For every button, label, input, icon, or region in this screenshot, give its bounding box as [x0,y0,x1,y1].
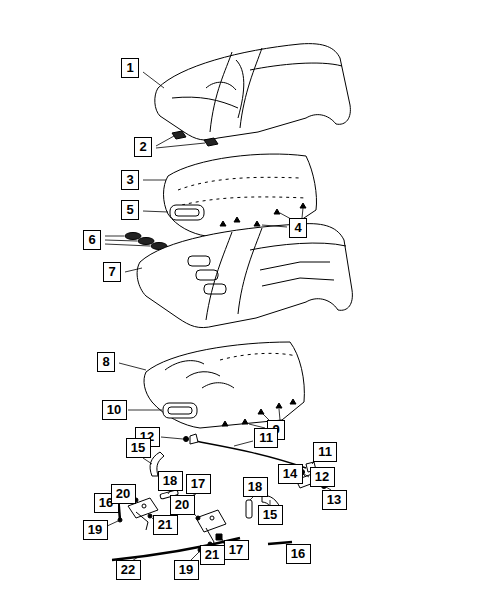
callout-number: 6 [88,232,96,248]
callout-box: 15 [126,438,151,458]
callout-number: 18 [248,479,263,495]
callout-number: 11 [318,444,332,460]
callout-number: 1 [126,60,134,76]
callout-number: 7 [108,264,116,280]
callout-box: 18 [243,477,268,497]
callout-box: 15 [258,505,283,525]
callout-number: 20 [116,486,131,502]
callout-number: 21 [158,517,173,533]
callout-number: 19 [179,562,194,578]
callout-number: 20 [175,497,190,513]
callout-box: 11 [254,428,278,448]
callout-box: 22 [116,560,141,580]
callout-box: 3 [121,170,139,190]
callout-box: 12 [310,467,335,487]
callout-number: 4 [294,220,302,236]
callout-number: 14 [283,466,298,482]
callout-number: 10 [107,402,122,418]
callout-box: 11 [313,442,337,462]
callout-box: 20 [111,484,136,504]
callout-box: 7 [103,262,121,282]
callout-number: 3 [126,172,134,188]
callout-box: 1 [121,58,139,78]
callout-number: 21 [205,547,220,563]
callout-number: 8 [102,354,110,370]
callout-number: 17 [191,476,206,492]
callout-number: 22 [121,562,136,578]
callout-box: 2 [134,137,152,157]
callout-box: 19 [83,520,108,540]
callout-number: 11 [259,430,273,446]
callout-box: 20 [170,495,195,515]
callout-box: 17 [224,540,249,560]
callout-number: 2 [139,139,147,155]
callout-box: 17 [186,474,211,494]
callout-box: 21 [153,515,178,535]
callout-box: 16 [286,544,311,564]
callout-box: 6 [83,230,101,250]
callout-number: 15 [131,440,146,456]
callout-box: 21 [200,545,225,565]
callout-number: 13 [327,492,342,508]
callout-box: 10 [102,400,127,420]
callout-number: 5 [126,202,134,218]
callout-box: 13 [322,490,347,510]
callout-number: 16 [291,546,306,562]
callout-box: 18 [158,471,183,491]
callout-box: 5 [121,200,139,220]
callout-number: 12 [315,469,330,485]
callout-box: 14 [278,464,303,484]
callout-number: 17 [229,542,244,558]
callout-number: 19 [88,522,103,538]
leader-lines [105,72,331,561]
callout-number: 15 [263,507,278,523]
callout-box: 19 [174,560,199,580]
callout-number: 18 [163,473,178,489]
callout-box: 4 [289,218,307,238]
callout-box: 8 [97,352,115,372]
